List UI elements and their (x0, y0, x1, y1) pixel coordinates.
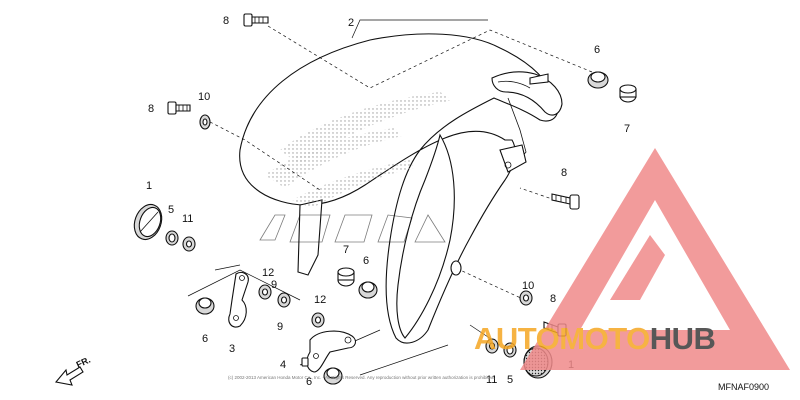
direction-arrow-icon (54, 366, 84, 386)
callout-12-mid: 12 (314, 294, 326, 306)
callout-8-top: 8 (223, 15, 229, 27)
callout-7-mid: 7 (343, 244, 349, 256)
callout-3: 3 (229, 343, 235, 355)
collar-top-right (619, 84, 637, 103)
bolt-top (243, 13, 269, 27)
callout-10-top: 10 (198, 91, 210, 103)
collar-left-12 (258, 284, 272, 300)
watermark-word-hub: HUB (650, 321, 716, 356)
callout-6-top-right: 6 (594, 44, 600, 56)
svg-text:AUTOMOTOHUB: AUTOMOTOHUB (474, 321, 715, 356)
callout-5-top: 5 (168, 204, 174, 216)
grommet-left (195, 297, 215, 315)
bolt-left (167, 101, 191, 115)
callout-11-bottom: 11 (486, 374, 497, 386)
front-fender (239, 33, 563, 344)
callout-5-bottom: 5 (507, 374, 513, 386)
washer-mid-9 (277, 292, 291, 308)
bolt-right (551, 193, 580, 210)
washer-right-11 (485, 338, 499, 354)
callout-4: 4 (280, 359, 286, 371)
callout-6-left: 6 (202, 333, 208, 345)
direction-label: FR. (75, 355, 92, 370)
callout-9-bottom: 9 (277, 321, 283, 333)
bracket-left (228, 271, 249, 328)
part-callouts: 2 8 8 10 6 7 8 1 5 11 7 6 12 9 12 9 6 3 … (146, 15, 630, 388)
grommet-top-right (587, 71, 609, 89)
small-screw-bottom (301, 357, 309, 367)
callout-10-right: 10 (522, 280, 534, 292)
nut-left-5 (165, 230, 179, 246)
callout-7-right: 7 (624, 123, 630, 135)
washer-left (199, 114, 211, 130)
diagram-code: MFNAF0900 (718, 382, 769, 392)
grommet-mid (358, 281, 378, 299)
callout-6-bottom: 6 (306, 376, 312, 388)
copyright-notice: (c) 2002-2013 American Honda Motor Co., … (228, 375, 495, 380)
automotohub-watermark-logo: AUTOMOTOHUB (474, 148, 790, 370)
front-direction-indicator: FR. (54, 355, 92, 386)
watermark-word-automoto: AUTOMOTO (474, 321, 650, 356)
callout-2: 2 (348, 17, 354, 29)
callout-8-lower-right: 8 (550, 293, 556, 305)
washer-left-11 (182, 236, 196, 252)
callout-9-top: 9 (271, 279, 277, 291)
screw-arm (529, 73, 549, 85)
nut-right-5 (503, 342, 517, 358)
bracket-bottom (306, 330, 357, 373)
collar-mid-12 (311, 312, 325, 328)
grommet-bottom (323, 367, 343, 385)
callout-8-right: 8 (561, 167, 567, 179)
callout-6-mid: 6 (363, 255, 369, 267)
reflector-left (133, 203, 163, 241)
fender-emblem-graphic (259, 214, 446, 243)
callout-1-top: 1 (146, 180, 152, 192)
collar-mid (337, 267, 355, 287)
callout-11-top: 11 (182, 213, 193, 225)
callout-8-left: 8 (148, 103, 154, 115)
callout-12-left: 12 (262, 267, 274, 279)
washer-right-10 (519, 290, 533, 306)
